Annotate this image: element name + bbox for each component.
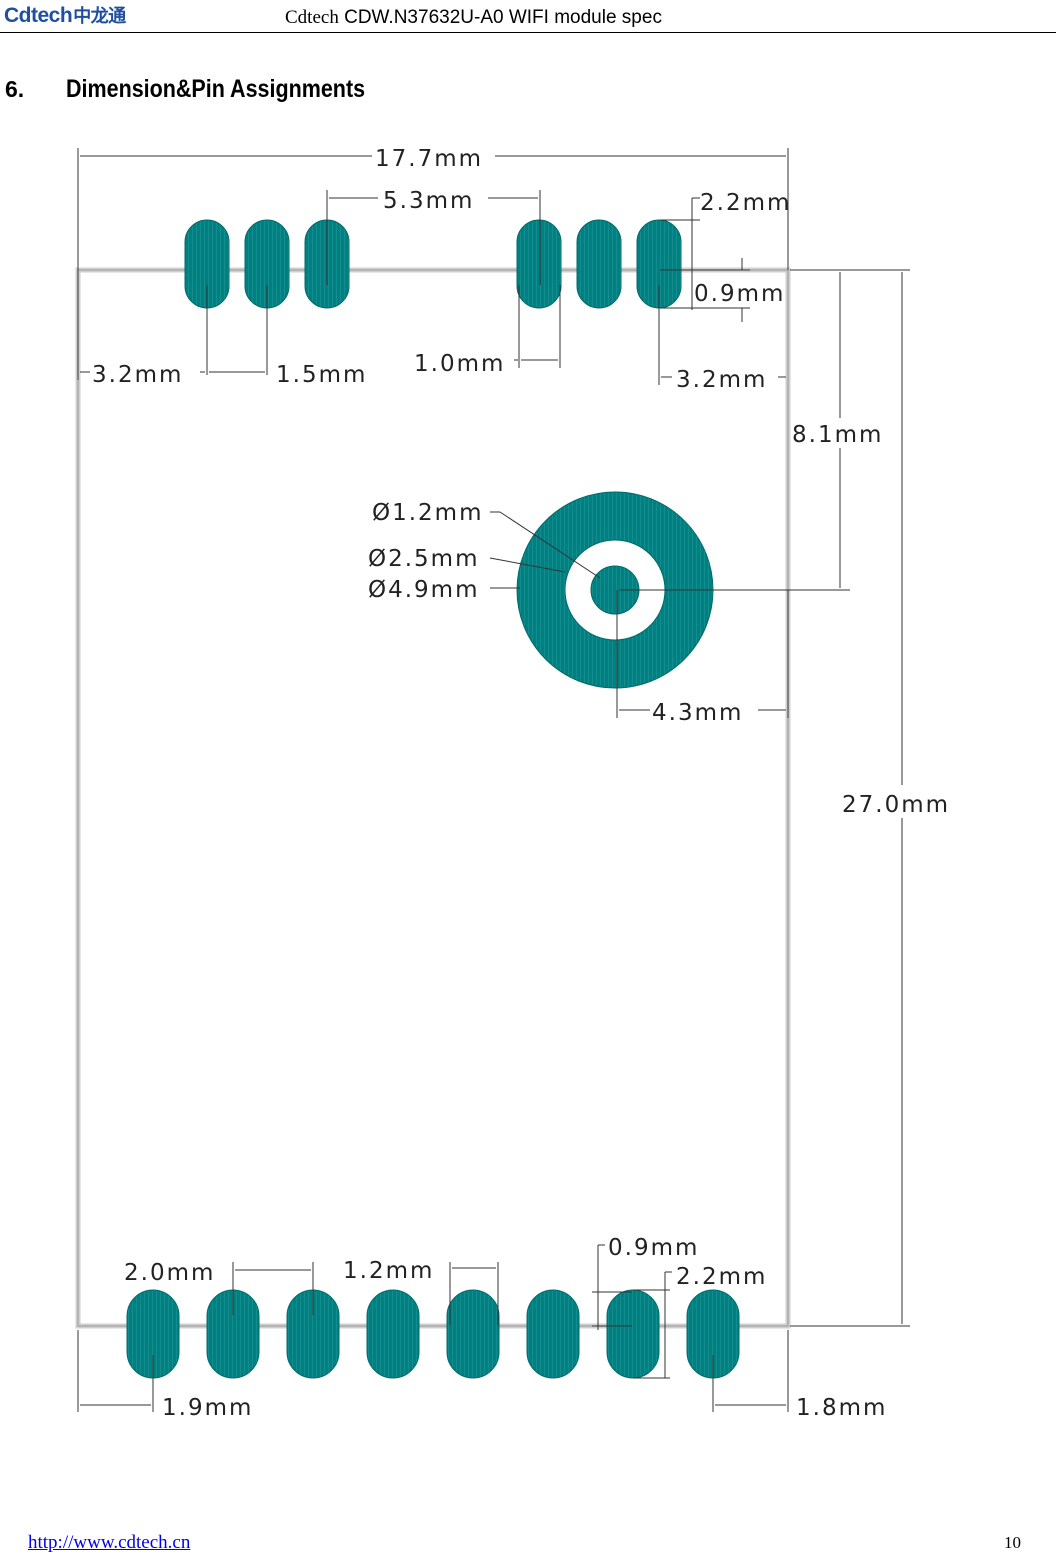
label-top-gap: 1.0mm [414, 351, 505, 377]
company-website-link[interactable]: http://www.cdtech.cn [28, 1532, 191, 1553]
dimension-labels: 17.7mm 5.3mm 2.2mm 0.9mm 3.2mm 1.5mm 1.0… [92, 146, 950, 1421]
label-pad-length-bottom: 2.2mm [676, 1264, 767, 1290]
label-antenna-offset-y: 8.1mm [792, 422, 883, 448]
label-pad-width-bottom: 0.9mm [608, 1235, 699, 1261]
label-ring-outer-diameter: Ø4.9mm [368, 577, 480, 603]
label-top-right-offset: 3.2mm [676, 367, 767, 393]
label-antenna-offset-x: 4.3mm [652, 700, 743, 726]
label-bottom-gap: 1.2mm [343, 1258, 434, 1284]
label-bottom-right-offset: 1.8mm [796, 1395, 887, 1421]
logo-text: Cdtech [4, 4, 73, 27]
header-divider [0, 32, 1056, 33]
pad-bottom-4 [366, 1289, 420, 1379]
label-ring-inner-diameter: Ø2.5mm [368, 546, 480, 572]
label-bottom-left-offset: 1.9mm [162, 1395, 253, 1421]
label-pad-length-top: 2.2mm [700, 190, 791, 216]
brand-name: Cdtech [285, 7, 339, 28]
company-logo: Cdtech中龙通 [4, 2, 126, 28]
top-pad-row [184, 219, 682, 309]
pad-bottom-7 [606, 1289, 660, 1379]
page-header: Cdtech中龙通 Cdtech CDW.N37632U-A0 WIFI mod… [0, 0, 1056, 33]
document-title: Cdtech CDW.N37632U-A0 WIFI module spec [285, 7, 662, 29]
label-top-group-span: 5.3mm [383, 188, 474, 214]
label-module-height: 27.0mm [842, 792, 950, 818]
label-bottom-pitch: 2.0mm [124, 1260, 215, 1286]
pad-bottom-6 [526, 1289, 580, 1379]
section-title: Dimension&Pin Assignments [66, 75, 366, 103]
bottom-pad-row [126, 1289, 740, 1379]
logo-cn-text: 中龙通 [73, 6, 126, 27]
label-hole-diameter: Ø1.2mm [372, 500, 484, 526]
section-number: 6. [5, 76, 25, 102]
pad-top-5 [576, 219, 622, 309]
pad-bottom-5 [446, 1289, 500, 1379]
label-top-pitch: 1.5mm [276, 362, 367, 388]
page-number: 10 [1004, 1533, 1021, 1552]
spec-title: CDW.N37632U-A0 WIFI module spec [344, 7, 662, 28]
label-module-width: 17.7mm [375, 146, 483, 172]
label-pad-width-top: 0.9mm [694, 281, 785, 307]
dimension-lines [77, 148, 910, 1412]
pad-top-4 [516, 219, 562, 309]
label-top-left-offset: 3.2mm [92, 362, 183, 388]
module-outline [75, 267, 791, 1329]
